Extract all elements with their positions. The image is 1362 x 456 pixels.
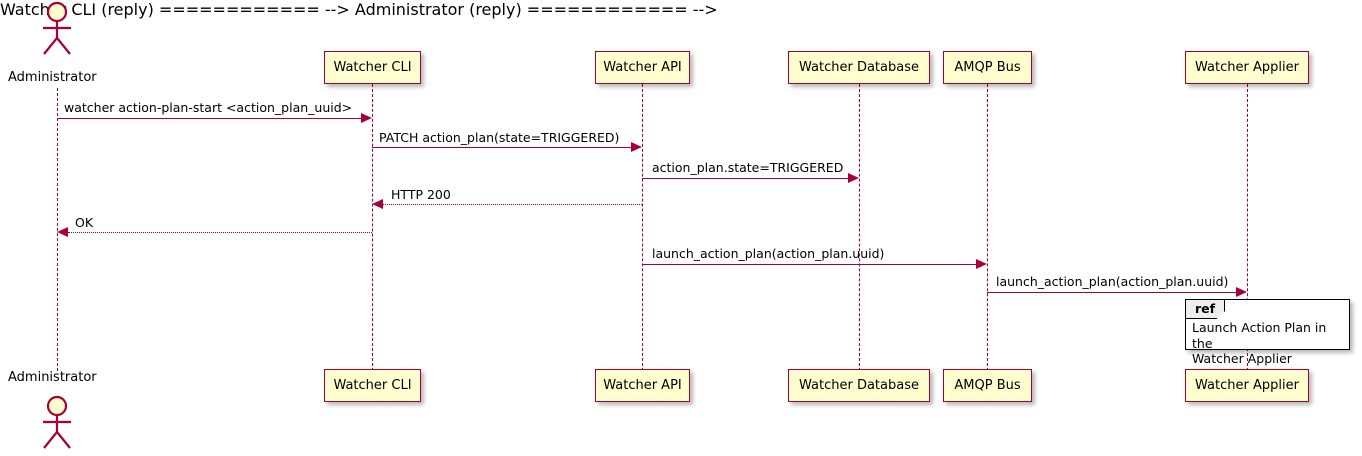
participant-watcher-database-top[interactable]: Watcher Database — [788, 51, 930, 84]
message-line-5 — [68, 232, 372, 233]
message-label-4: HTTP 200 — [391, 187, 451, 202]
message-line-3 — [642, 178, 848, 179]
actor-administrator-bottom — [43, 395, 71, 449]
lifeline-watcher-applier — [1247, 84, 1248, 371]
lifeline-amqp-bus — [987, 84, 988, 371]
message-line-1 — [57, 118, 361, 119]
message-arrowhead-2 — [631, 142, 642, 152]
participant-label: Watcher Database — [799, 378, 919, 393]
ref-fragment-body: Launch Action Plan in the Watcher Applie… — [1192, 320, 1327, 367]
message-label-7: launch_action_plan(action_plan.uuid) — [996, 274, 1229, 289]
message-arrowhead-1 — [361, 113, 372, 123]
message-line-6 — [642, 264, 976, 265]
ref-fragment-tab-label: ref — [1186, 300, 1226, 319]
message-label-3: action_plan.state=TRIGGERED — [652, 160, 844, 175]
participant-label: Watcher API — [603, 378, 682, 393]
participant-label: Watcher Database — [799, 60, 919, 75]
participant-label: Watcher API — [603, 60, 682, 75]
message-arrowhead-5 — [57, 227, 68, 237]
message-arrowhead-4 — [372, 199, 383, 209]
message-line-4 — [383, 204, 642, 205]
message-arrowhead-6 — [976, 259, 987, 269]
lifeline-watcher-database — [859, 84, 860, 371]
actor-administrator-top — [43, 1, 71, 55]
participant-watcher-database-bottom[interactable]: Watcher Database — [788, 369, 930, 402]
lifeline-watcher-cli — [372, 84, 373, 371]
message-arrowhead-3 — [848, 173, 859, 183]
lifeline-watcher-api — [642, 84, 643, 371]
participant-label: Watcher Applier — [1195, 60, 1299, 75]
actor-label-administrator-top: Administrator — [8, 70, 97, 85]
participant-watcher-api-bottom[interactable]: Watcher API — [595, 369, 690, 402]
participant-watcher-cli-top[interactable]: Watcher CLI — [324, 51, 421, 84]
participant-label: Watcher CLI — [333, 378, 412, 393]
participant-watcher-applier-bottom[interactable]: Watcher Applier — [1185, 369, 1309, 402]
participant-label: Watcher CLI — [333, 60, 412, 75]
message-line-7 — [987, 292, 1236, 293]
participant-amqp-bus-top[interactable]: AMQP Bus — [943, 51, 1032, 84]
participant-watcher-cli-bottom[interactable]: Watcher CLI — [324, 369, 421, 402]
ref-fragment[interactable]: ref Launch Action Plan in the Watcher Ap… — [1185, 299, 1350, 366]
actor-label-administrator-bottom: Administrator — [8, 370, 97, 385]
message-line-2 — [372, 147, 631, 148]
participant-label: AMQP Bus — [954, 60, 1021, 75]
participant-watcher-applier-top[interactable]: Watcher Applier — [1185, 51, 1309, 84]
message-label-5: OK — [75, 215, 94, 230]
participant-watcher-api-top[interactable]: Watcher API — [595, 51, 690, 84]
participant-label: Watcher Applier — [1195, 378, 1299, 393]
participant-label: AMQP Bus — [954, 378, 1021, 393]
message-label-2: PATCH action_plan(state=TRIGGERED) — [379, 130, 620, 145]
participant-amqp-bus-bottom[interactable]: AMQP Bus — [943, 369, 1032, 402]
message-arrowhead-7 — [1236, 287, 1247, 297]
message-label-1: watcher action-plan-start <action_plan_u… — [64, 100, 353, 115]
message-label-6: launch_action_plan(action_plan.uuid) — [652, 246, 885, 261]
